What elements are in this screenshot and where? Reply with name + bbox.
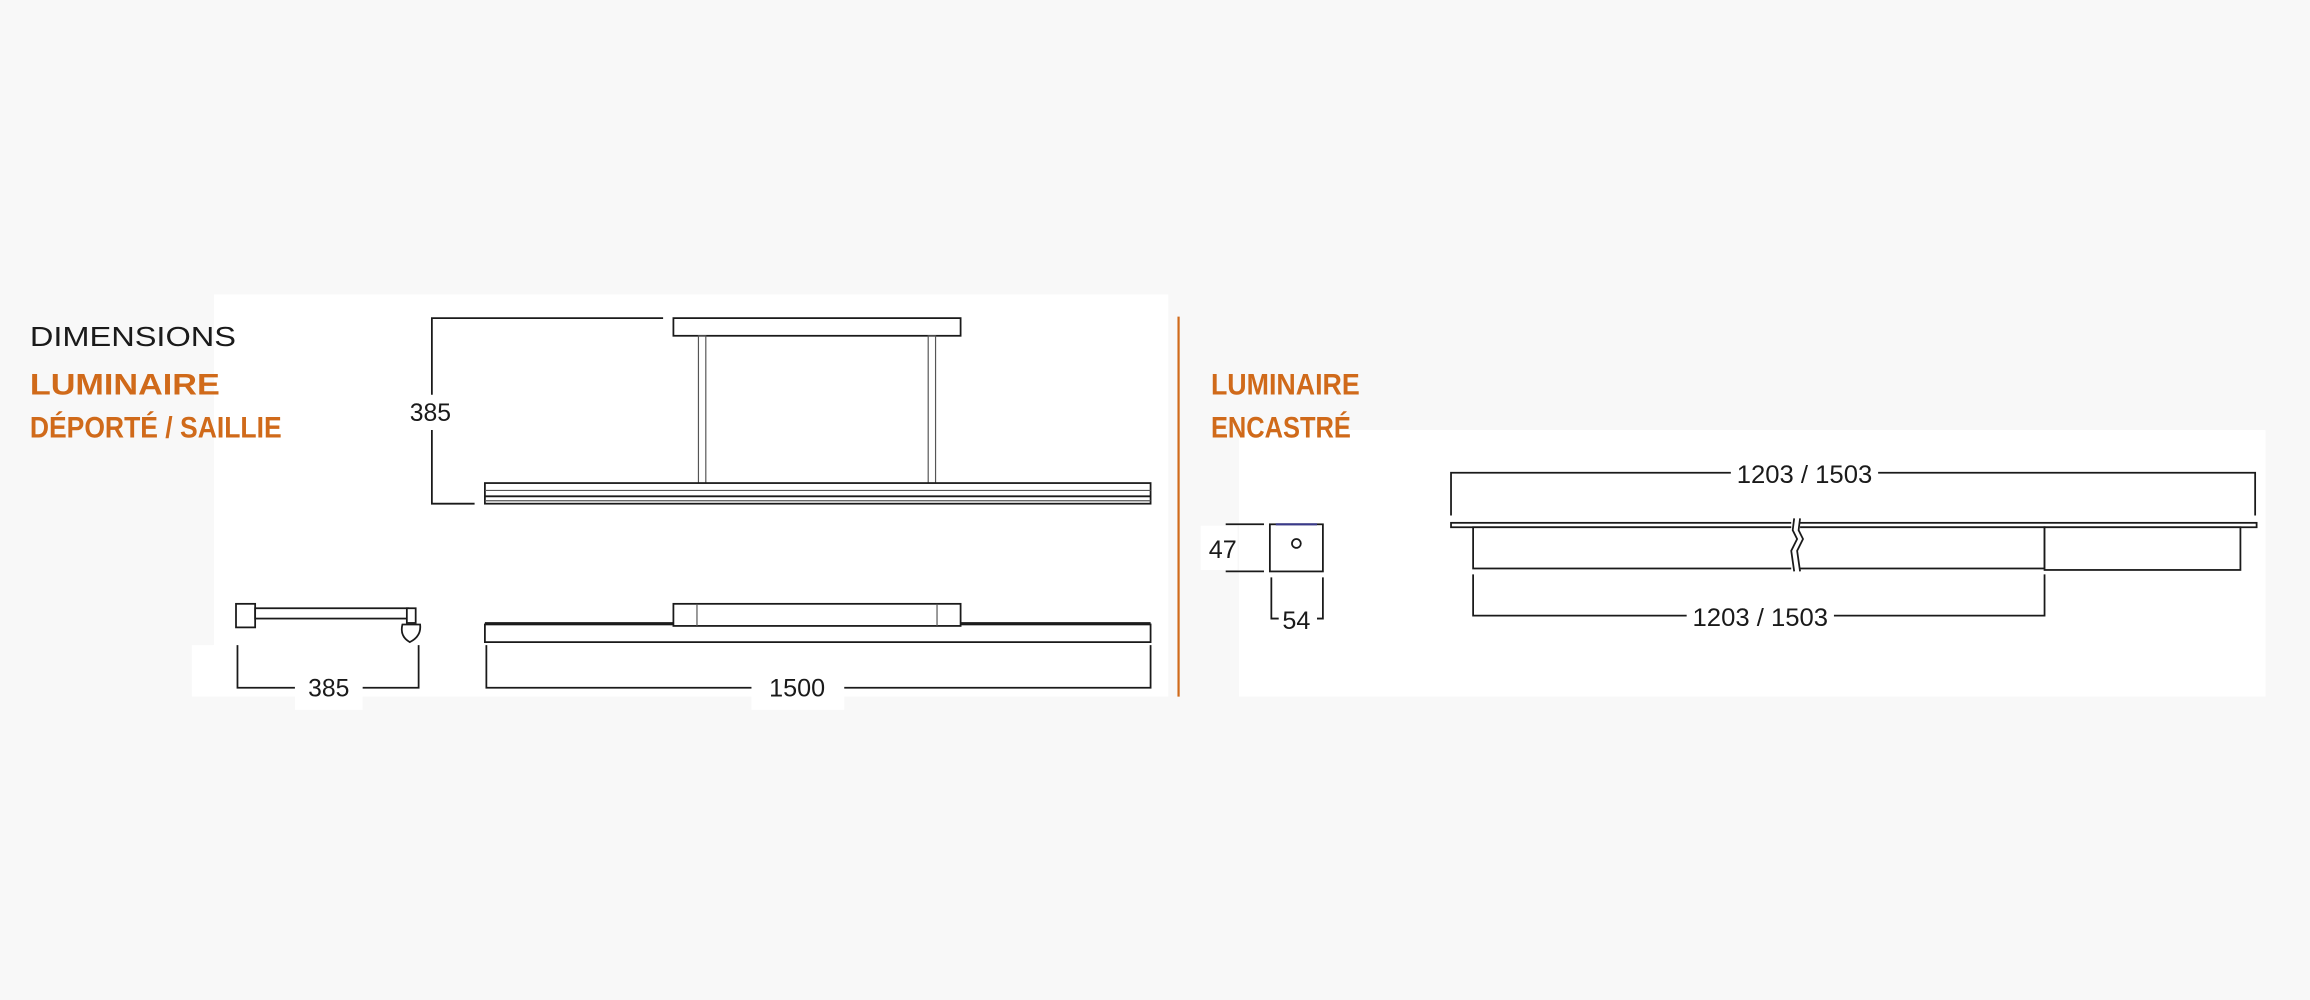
body-length-label: 1203 / 1503 (1693, 604, 1828, 632)
front-view: 1500 (484, 602, 1152, 703)
dimensions-heading: DIMENSIONS (30, 321, 236, 352)
depth-dimension-label: 385 (308, 675, 349, 703)
recessed-length-view: 1203 / 1503 1203 / 1503 (1450, 461, 2258, 632)
left-title-line1: LUMINAIRE (30, 369, 220, 402)
right-title-line1: LUMINAIRE (1211, 369, 1360, 402)
pendant-elevation-view: 385 (410, 317, 1152, 505)
side-view: 385 (235, 602, 422, 703)
right-title-line2: ENCASTRÉ (1211, 410, 1351, 444)
recessed-width-label: 54 (1282, 607, 1310, 635)
left-title-line2: DÉPORTÉ / SAILLIE (30, 410, 282, 444)
overall-length-label: 1203 / 1503 (1737, 461, 1872, 489)
length-dimension-label: 1500 (769, 675, 825, 703)
recessed-height-label: 47 (1209, 536, 1237, 564)
height-dimension-label: 385 (410, 399, 451, 427)
recessed-section-view: 47 54 (1209, 523, 1324, 635)
